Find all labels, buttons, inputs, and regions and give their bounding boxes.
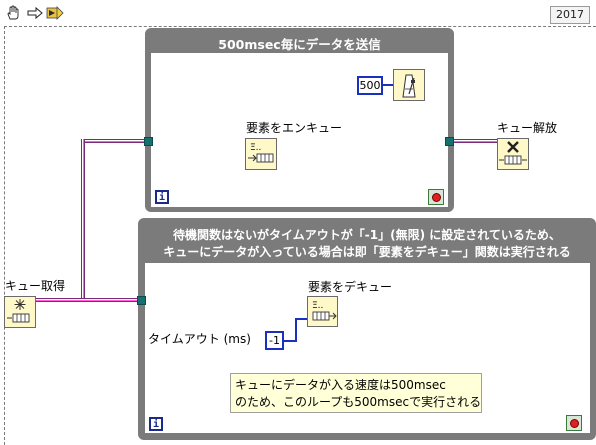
version-badge: 2017: [550, 6, 590, 24]
tunnel-left-top: [144, 137, 153, 146]
timeout-wire-h1: [284, 340, 296, 342]
hand-icon[interactable]: [4, 4, 22, 22]
release-queue-node[interactable]: [497, 138, 529, 170]
tunnel-right-top: [445, 137, 454, 146]
metronome-icon: [402, 74, 416, 98]
comment-line2: のため、このループも500msecで実行される: [235, 395, 482, 409]
obtain-queue-node[interactable]: [4, 296, 36, 328]
enqueue-icon: Ξ..: [248, 143, 274, 163]
enqueue-label: 要素をエンキュー: [246, 121, 343, 135]
timeout-constant[interactable]: -1: [265, 331, 284, 350]
wait-ms-constant[interactable]: 500: [357, 76, 383, 95]
dequeue-label: 要素をデキュー: [308, 280, 393, 294]
timeout-wire-h2: [295, 318, 307, 320]
loop-title-receive: 待機関数はないがタイムアウトが「-1」(無限) に設定されているため、 キューに…: [138, 227, 596, 261]
diagram-toolbar: 2017: [0, 0, 596, 26]
arrow-icon[interactable]: [26, 4, 44, 22]
obtain-queue-icon: [7, 299, 30, 323]
obtain-queue-label: キュー取得: [5, 279, 66, 293]
svg-text:Ξ..: Ξ..: [312, 301, 323, 311]
timeout-wire-v: [295, 318, 297, 342]
release-queue-label: キュー解放: [497, 121, 558, 135]
tunnel-left-bottom: [137, 296, 146, 305]
wait-wire: [383, 84, 393, 86]
loop-title-receive-line1: 待機関数はないがタイムアウトが「-1」(無限) に設定されているため、: [173, 228, 561, 242]
dequeue-node[interactable]: Ξ..: [307, 296, 338, 327]
wait-ms-node[interactable]: [393, 69, 425, 101]
block-diagram: [4, 26, 596, 445]
loop-title-receive-line2: キューにデータが入っている場合は即「要素をデキュー」関数は実行される: [163, 245, 571, 259]
stop-terminal-send[interactable]: [428, 189, 444, 205]
release-queue-icon: [499, 141, 527, 165]
dequeue-icon: Ξ..: [312, 301, 337, 321]
queue-wire-vertical[interactable]: [81, 139, 85, 301]
iteration-terminal-send: i: [155, 190, 169, 204]
enqueue-node[interactable]: Ξ..: [245, 138, 277, 170]
run-icon[interactable]: [46, 4, 64, 22]
svg-text:Ξ..: Ξ..: [250, 143, 261, 153]
comment-line1: キューにデータが入る速度は500msec: [235, 378, 446, 392]
comment-box: キューにデータが入る速度は500msec のため、このループも500msecで実…: [230, 373, 482, 413]
loop-title-send: 500msec毎にデータを送信: [218, 37, 381, 52]
timeout-label: タイムアウト (ms): [148, 332, 251, 346]
iteration-terminal-receive: i: [149, 417, 163, 431]
stop-terminal-receive[interactable]: [566, 415, 582, 431]
